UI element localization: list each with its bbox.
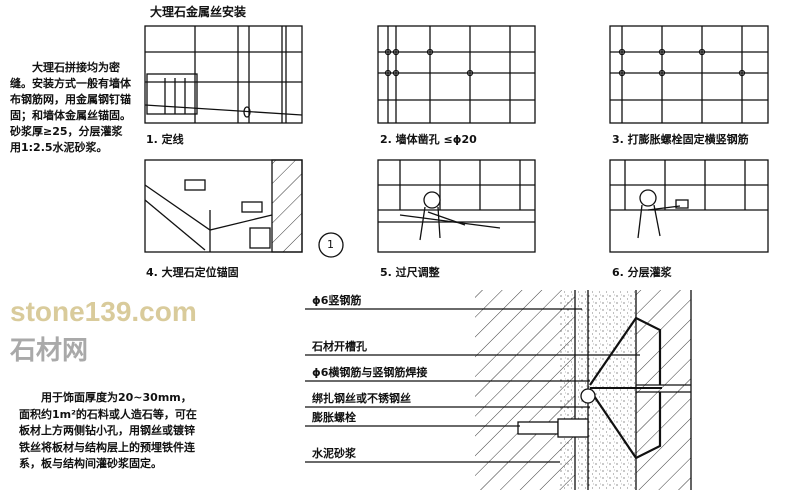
panel-5-drawing bbox=[377, 159, 536, 253]
panel-3-drawing bbox=[609, 25, 769, 124]
watermark-cn: 石材网 bbox=[10, 336, 89, 366]
watermark: stone139.com bbox=[10, 296, 197, 327]
panel-2-drawing bbox=[377, 25, 536, 124]
label-vertical-rebar: ϕ6竖钢筋 bbox=[312, 294, 362, 307]
intro-note: 大理石拼接均为密缝。安装方式一般有墙体布钢筋网，用金属钢钉锚固；和墙体金属丝锚固… bbox=[10, 61, 131, 154]
panel-4-drawing bbox=[144, 159, 303, 253]
step-1-caption: 1. 定线 bbox=[146, 133, 184, 146]
label-welded-rebar: ϕ6横钢筋与竖钢筋焊接 bbox=[312, 366, 428, 379]
diagram-title: 大理石金属丝安装 bbox=[150, 5, 247, 19]
step-6-caption: 6. 分层灌浆 bbox=[612, 266, 672, 279]
section-drawing bbox=[305, 290, 692, 490]
panel-1-drawing bbox=[144, 25, 303, 124]
step-3-caption: 3. 打膨胀螺栓固定横竖钢筋 bbox=[612, 133, 749, 146]
detail-marker-circle bbox=[318, 232, 344, 258]
panel-6-drawing bbox=[609, 159, 769, 253]
detail-marker-label: 1 bbox=[327, 238, 334, 251]
step-4-caption: 4. 大理石定位锚固 bbox=[146, 266, 239, 279]
label-cement-mortar: 水泥砂浆 bbox=[312, 447, 356, 460]
bottom-note: 用于饰面厚度为20~30mm，面积约1m²的石料或人造石等，可在板材上方两侧钻小… bbox=[19, 391, 197, 470]
label-expansion-bolt: 膨胀螺栓 bbox=[312, 411, 356, 424]
label-stone-slot: 石材开槽孔 bbox=[312, 340, 367, 353]
step-5-caption: 5. 过尺调整 bbox=[380, 266, 440, 279]
step-2-caption: 2. 墙体凿孔 ≤ϕ20 bbox=[380, 133, 477, 146]
label-tie-wire: 绑扎钢丝或不锈钢丝 bbox=[312, 392, 411, 405]
